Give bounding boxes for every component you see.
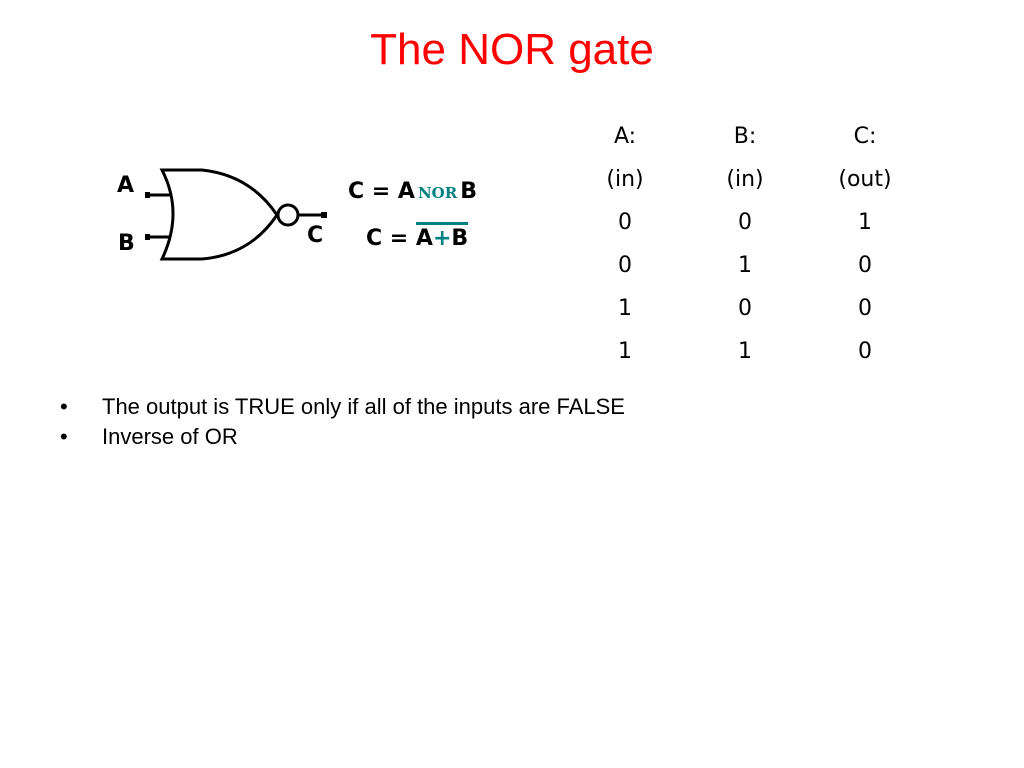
table-cell: 1 [618, 339, 632, 364]
expr2-overbar: A+B [415, 222, 469, 251]
table-cell: 1 [738, 253, 752, 278]
table-cell: 0 [738, 296, 752, 321]
bullet-item: • The output is TRUE only if all of the i… [60, 392, 625, 422]
input-b-label: B [118, 231, 135, 256]
header-c-dir: (out) [838, 167, 892, 192]
table-cell: 0 [618, 210, 632, 235]
expr1-nor-word: NOR [417, 184, 458, 202]
expr2-b: B [451, 226, 469, 251]
header-b-dir: (in) [726, 167, 764, 192]
bullet-item: • Inverse of OR [60, 422, 625, 452]
inversion-bubble [276, 203, 300, 227]
input-a-pin [145, 192, 150, 198]
table-header-dirs: (in) (in) (out) [565, 158, 925, 201]
header-a-dir: (in) [606, 167, 644, 192]
table-row: 1 0 0 [565, 287, 925, 330]
nor-gate-symbol [145, 168, 327, 261]
bullet-dot-icon: • [60, 424, 68, 449]
input-b-pin [145, 234, 150, 240]
table-row: 0 1 0 [565, 244, 925, 287]
input-a-label: A [117, 173, 135, 198]
header-b-name: B: [733, 124, 757, 149]
table-header-names: A: B: C: [565, 115, 925, 158]
boolean-expression: C = A+B [366, 222, 469, 251]
expr2-plus: + [432, 226, 452, 251]
table-cell: 0 [618, 253, 632, 278]
nor-gate-body [159, 168, 279, 261]
bullet-dot-icon: • [60, 394, 68, 419]
truth-table: A: B: C: (in) (in) (out) 0 0 1 0 1 0 1 0… [565, 115, 925, 373]
table-cell: 1 [618, 296, 632, 321]
bullet-list: • The output is TRUE only if all of the i… [60, 392, 625, 452]
header-a-name: A: [613, 124, 637, 149]
table-row: 0 0 1 [565, 201, 925, 244]
expr2-a: A [415, 226, 433, 251]
table-cell: 0 [858, 253, 872, 278]
expr2-lhs: C = [366, 226, 416, 251]
expr1-rhs: B [460, 179, 477, 204]
slide-title: The NOR gate [370, 25, 654, 74]
header-c-name: C: [853, 124, 877, 149]
table-cell: 1 [858, 210, 872, 235]
output-c-label: C [307, 223, 324, 248]
table-cell: 0 [858, 296, 872, 321]
bullet-text: Inverse of OR [102, 424, 238, 449]
table-row: 1 1 0 [565, 330, 925, 373]
bullet-text: The output is TRUE only if all of the in… [102, 394, 625, 419]
output-pin [321, 212, 327, 218]
expr1-lhs: C = A [348, 179, 415, 204]
table-cell: 0 [858, 339, 872, 364]
table-cell: 0 [738, 210, 752, 235]
table-cell: 1 [738, 339, 752, 364]
